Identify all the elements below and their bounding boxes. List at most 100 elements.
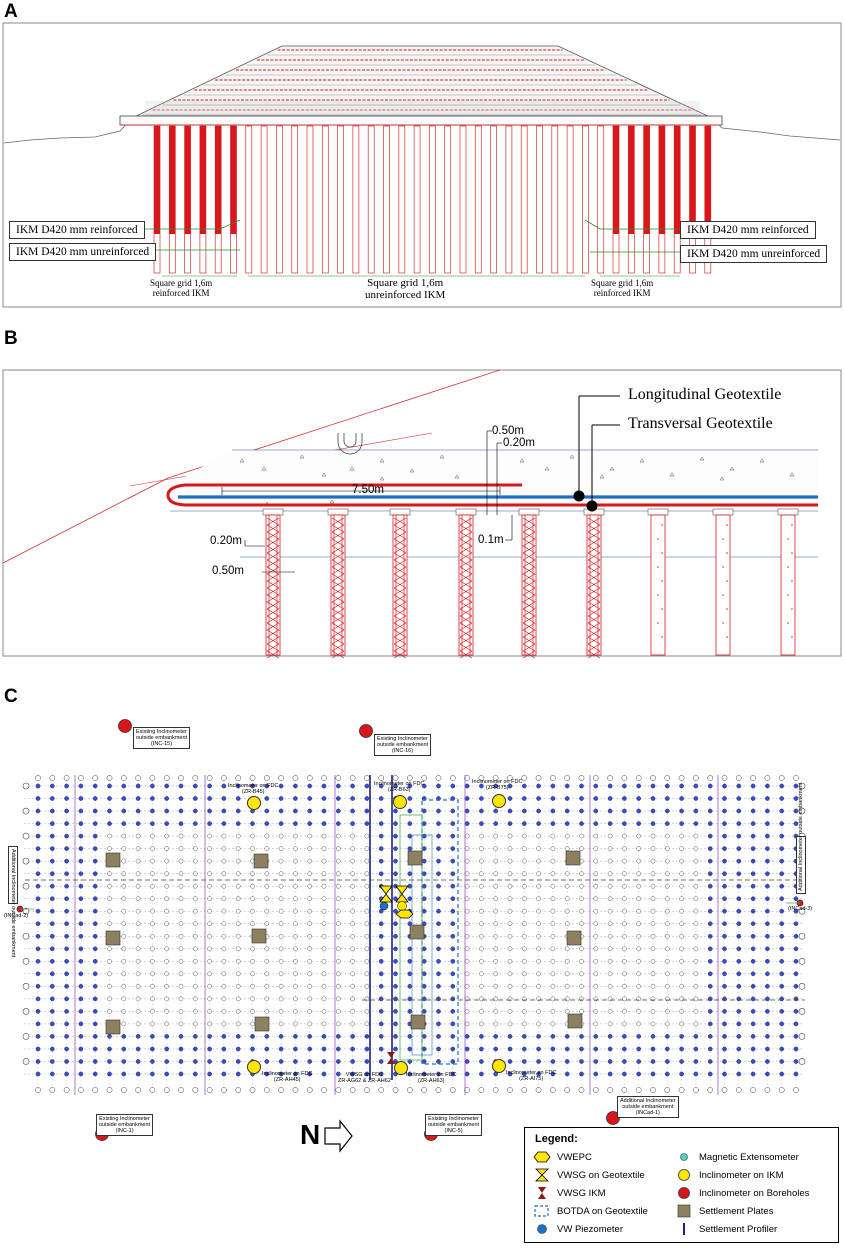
inc15-l2: outside embankment: [136, 735, 188, 741]
label-ikm-reinforced-left: IKM D420 mm reinforced: [9, 221, 145, 239]
unreinforced-pile: [429, 125, 436, 274]
vwsg-geotextile-icon: [535, 1168, 549, 1182]
dim-050-top: 0.50m: [492, 425, 524, 437]
legend-label-botda: BOTDA on Geotextile: [557, 1205, 648, 1217]
additional-inclinometer-left: Additional Inclinometer outside embankme…: [8, 846, 18, 957]
reinforced-pile: [327, 508, 349, 659]
longitudinal-geotextile-line: [166, 483, 818, 507]
unreinforced-pile: [551, 125, 559, 274]
reinforced-pile: [168, 125, 176, 274]
inclinometer-boreholes-icon: [678, 1187, 690, 1199]
settlement-plate: [251, 928, 267, 944]
settlement-plate: [409, 924, 425, 940]
reinforced-pile: [262, 508, 284, 659]
inc5-label: Existing Inclinometer outside embankment…: [425, 1114, 483, 1136]
legend-label-vwsg-geotextile: VWSG on Geotextile: [557, 1169, 645, 1181]
unreinforced-pile: [367, 125, 375, 274]
vwsg-fdc-label: VWSG on FDC ZR-AG62 & ZR-AH62: [338, 1072, 391, 1084]
settlement-plate-icon: [677, 1204, 691, 1218]
label-ikm-unreinforced-right: IKM D420 mm unreinforced: [680, 245, 828, 263]
drain-symbol: [337, 433, 363, 455]
unreinforced-pile: [520, 125, 528, 274]
additional-inclinometer-right: Additional Inclinometer outside embankme…: [796, 783, 806, 894]
inc1-label: Existing Inclinometer outside embankment…: [96, 1114, 154, 1136]
zr-ai75-label: Inclinometer on FDC (ZR-AI75): [506, 1070, 556, 1082]
reinforced-pile: [184, 125, 191, 274]
magnetic-extensometer-icon: [680, 1153, 688, 1161]
legend-label-inclinometer-ikm: Inclinometer on IKM: [699, 1169, 784, 1181]
unreinforced-pile: [647, 508, 669, 656]
grid-center-line1: Square grid 1,6m: [367, 277, 444, 289]
inc15-l1: Existing Inclinometer: [136, 729, 187, 735]
reinforced-pile: [658, 125, 666, 274]
grid-left-line1: Square grid 1,6m: [150, 278, 213, 288]
instrument-cluster: [379, 885, 414, 1064]
legend-label-settlement-plates: Settlement Plates: [699, 1205, 774, 1217]
unreinforced-pile: [245, 125, 253, 274]
settlement-profiler-lines: [369, 775, 393, 1080]
unreinforced-pile: [321, 125, 329, 274]
unreinforced-pile: [352, 125, 360, 274]
inc1-l3: (INC-1): [115, 1128, 134, 1134]
label-grid-right: Square grid 1,6m reinforced IKM: [591, 278, 653, 298]
legend-item-botda: BOTDA on Geotextile: [533, 1205, 648, 1217]
inc5-l2: outside embankment: [428, 1122, 480, 1128]
zr-ai75-l2: (ZR-AI75): [519, 1076, 544, 1082]
transversal-marker: [586, 500, 598, 512]
settlement-plate: [566, 930, 582, 946]
vwsg-ikm-icon: [538, 1187, 546, 1199]
unreinforced-pile: [276, 125, 283, 274]
unreinforced-pile: [459, 125, 467, 274]
legend-label-settlement-profiler: Settlement Profiler: [699, 1223, 778, 1235]
panel-c-letter: C: [4, 686, 18, 707]
unreinforced-pile: [398, 125, 406, 274]
legend: Legend: VWEPC VWSG on Geotextile VWSG IK…: [524, 1127, 839, 1243]
unreinforced-pile: [505, 125, 513, 274]
legend-label-inclinometer-boreholes: Inclinometer on Boreholes: [699, 1187, 810, 1199]
zr-ah63-label: Inclinometer on FDC (ZR-AH63): [406, 1072, 456, 1084]
settlement-plate: [105, 1019, 121, 1035]
panel-c-plan-view: [16, 719, 806, 1153]
legend-item-vwsg-ikm: VWSG IKM: [533, 1187, 606, 1199]
unreinforced-pile: [383, 125, 390, 274]
dim-020-left: 0.20m: [210, 535, 242, 547]
reinforced-pile: [689, 125, 696, 274]
dim-020-top: 0.20m: [503, 437, 535, 449]
vwepc-icon: [533, 1151, 551, 1163]
legend-item-vwepc: VWEPC: [533, 1151, 592, 1163]
label-transversal-geotextile: Transversal Geotextile: [628, 415, 773, 432]
zr-ah45-l2: (ZR-AH45): [273, 1077, 301, 1083]
legend-item-vw-piezometer: VW Piezometer: [533, 1223, 623, 1235]
reinforced-pile: [389, 508, 411, 659]
legend-title: Legend:: [535, 1133, 578, 1145]
legend-item-inclinometer-boreholes: Inclinometer on Boreholes: [675, 1187, 809, 1199]
zr-b63-l1: Inclinometer on FDC: [374, 781, 425, 787]
unreinforced-pile: [337, 125, 344, 274]
legend-item-vwsg-geotextile: VWSG on Geotextile: [533, 1168, 645, 1182]
dim-050-left: 0.50m: [212, 565, 244, 577]
legend-label-vw-piezometer: VW Piezometer: [557, 1223, 623, 1235]
zr-b75-l2: (ZR-B75): [485, 785, 509, 791]
unreinforced-pile: [474, 125, 482, 274]
incad2-label: (INCad-2): [4, 913, 29, 919]
reinforced-pile: [704, 125, 712, 274]
settlement-plate: [407, 850, 423, 866]
inc5-l1: Existing Inclinometer: [428, 1116, 479, 1122]
zr-ah45-label: Inclinometer on FDC (ZR-AH45): [262, 1071, 312, 1083]
label-grid-left: Square grid 1,6m reinforced IKM: [150, 278, 212, 298]
settlement-plate: [105, 852, 121, 868]
vwsg-fdc-l1: VWSG on FDC: [345, 1072, 384, 1078]
label-grid-center: Square grid 1,6m unreinforced IKM: [365, 277, 445, 301]
inc1-l1: Existing Inclinometer: [99, 1116, 150, 1122]
inc15-l3: (INC-15): [150, 741, 173, 747]
settlement-plate: [253, 853, 269, 869]
settlement-plate: [254, 1016, 270, 1032]
panel-b-letter: B: [4, 328, 18, 349]
zr-ai75-l1: Inclinometer on FDC: [506, 1070, 557, 1076]
longitudinal-marker: [573, 490, 585, 502]
vw-piezometer-icon: [537, 1224, 547, 1234]
reinforced-pile: [214, 125, 222, 274]
panel-a-letter: A: [4, 1, 18, 22]
dim-01: 0.1m: [478, 534, 504, 546]
vwsg-fdc-l2: ZR-AG62 & ZR-AH62: [338, 1078, 391, 1084]
